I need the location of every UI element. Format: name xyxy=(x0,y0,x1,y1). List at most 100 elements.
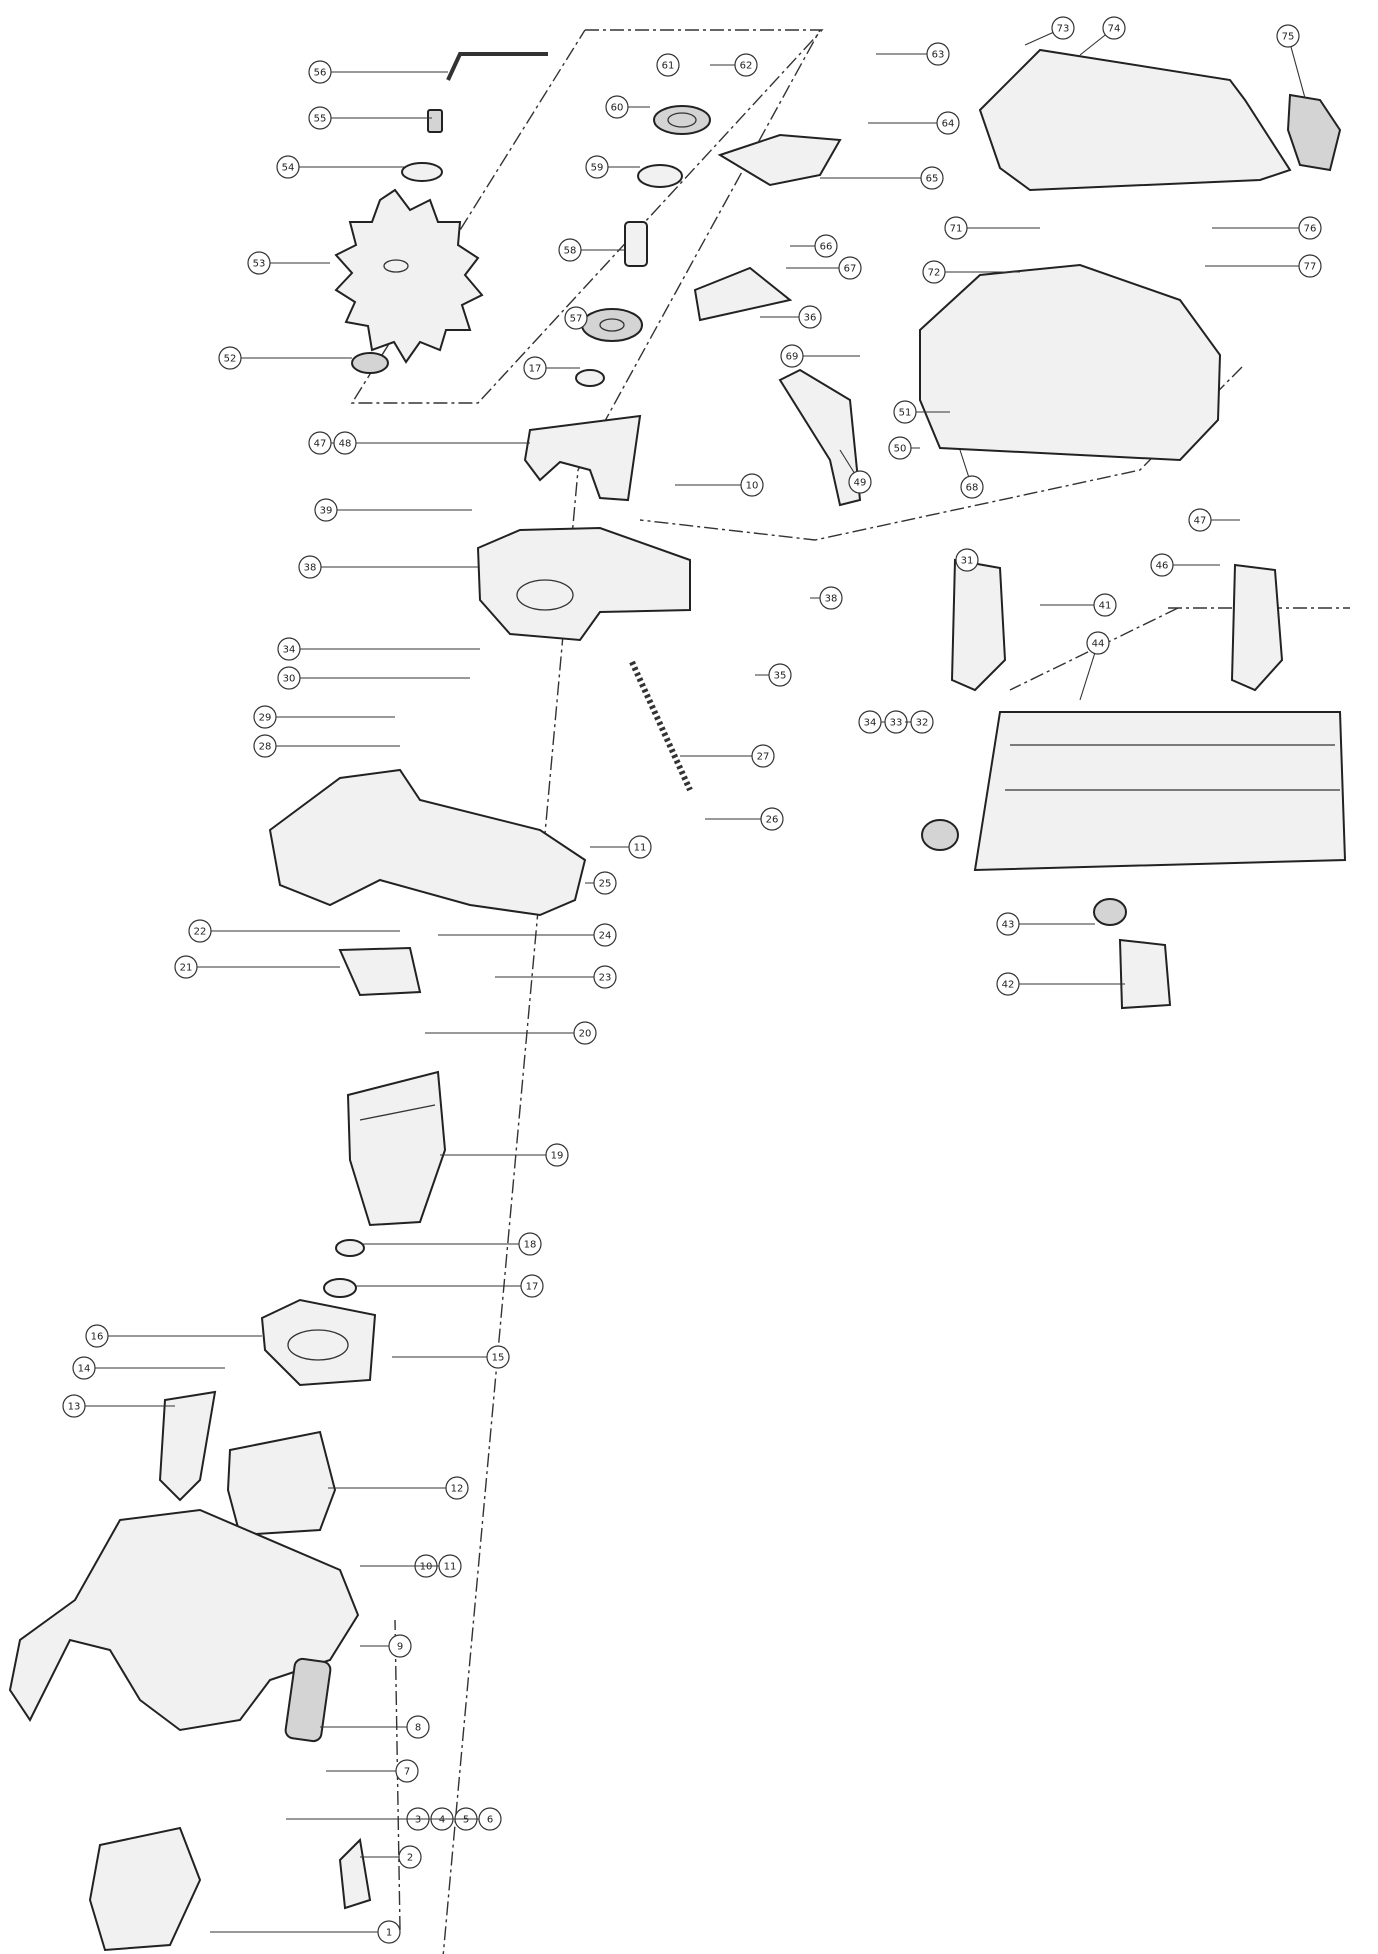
callout-circle xyxy=(253,734,277,758)
callout-71: 71 xyxy=(944,216,1040,240)
callout-number: 2 xyxy=(407,1853,413,1864)
callout-38: 38 xyxy=(810,586,843,610)
callout-circle xyxy=(593,965,617,989)
callout-number: 74 xyxy=(1108,24,1121,35)
callout-number: 32 xyxy=(916,718,929,729)
callout-circle xyxy=(1298,254,1322,278)
callout-1: 1 xyxy=(210,1920,401,1944)
callout-number: 25 xyxy=(599,879,612,890)
callout-12: 12 xyxy=(328,1476,469,1500)
callout-number: 58 xyxy=(564,246,577,257)
callout-63: 63 xyxy=(876,42,950,66)
part-gear xyxy=(581,308,643,342)
callout-circle xyxy=(247,251,271,275)
callout-number: 33 xyxy=(890,718,903,729)
callout-circle xyxy=(593,923,617,947)
part-parallel-guide-block xyxy=(1118,938,1172,1010)
part-bearing-lower xyxy=(323,1239,365,1298)
callout-10: 10 xyxy=(675,473,764,497)
callout-57: 57 xyxy=(564,306,588,330)
callout-circle xyxy=(960,475,984,499)
part-bevel-knob xyxy=(921,819,1127,926)
callout-number: 34 xyxy=(864,718,877,729)
callout-50: 50 xyxy=(888,436,920,460)
callout-circle xyxy=(518,1232,542,1256)
callout-28: 28 xyxy=(253,734,400,758)
callout-number: 62 xyxy=(740,61,753,72)
callout-number: 54 xyxy=(282,163,295,174)
callout-number: 17 xyxy=(529,364,542,375)
callout-53: 53 xyxy=(247,251,330,275)
callout-number: 73 xyxy=(1057,24,1070,35)
callout-circle xyxy=(838,256,862,280)
callout-56: 56 xyxy=(308,60,448,84)
callout-35: 35 xyxy=(755,663,792,687)
callout-number: 72 xyxy=(928,268,941,279)
callout-number: 53 xyxy=(253,259,266,270)
callout-circle xyxy=(888,436,912,460)
callout-circle xyxy=(276,155,300,179)
callout-47: 47 xyxy=(1188,508,1240,532)
callout-circle xyxy=(520,1274,544,1298)
callout-number: 71 xyxy=(950,224,963,235)
callout-circle xyxy=(1276,24,1300,48)
part-upper-blade-guard xyxy=(978,48,1292,192)
callout-circle xyxy=(314,498,338,522)
callout-circle xyxy=(628,835,652,859)
part-base-plate xyxy=(973,711,1347,872)
callout-circle xyxy=(253,705,277,729)
callout-59: 59 xyxy=(585,155,640,179)
part-brush-holder xyxy=(284,1657,332,1743)
callout-circle xyxy=(72,1356,96,1380)
part-switch xyxy=(158,1390,217,1502)
callout-17: 17 xyxy=(523,356,580,380)
callout-number: 11 xyxy=(444,1562,457,1573)
callout-20: 20 xyxy=(425,1021,597,1045)
callout-circle xyxy=(308,106,332,130)
callout-circle xyxy=(814,234,838,258)
callout-circle xyxy=(174,955,198,979)
callout-circle xyxy=(486,1345,510,1369)
callout-76: 76 xyxy=(1212,216,1322,240)
part-bearing-upper xyxy=(637,164,683,188)
callout-number: 27 xyxy=(757,752,770,763)
callout-number: 9 xyxy=(397,1642,403,1653)
part-fan-baffle xyxy=(260,1298,377,1387)
callout-55: 55 xyxy=(308,106,432,130)
part-stator xyxy=(226,1430,337,1537)
callout-number: 22 xyxy=(194,927,207,938)
callout-number: 47 xyxy=(1194,516,1207,527)
callout-number: 13 xyxy=(68,1402,81,1413)
callout-number: 35 xyxy=(774,671,787,682)
callout-circle xyxy=(218,346,242,370)
callout-27: 27 xyxy=(680,744,775,768)
callout-number: 31 xyxy=(961,556,974,567)
callout-number: 10 xyxy=(746,481,759,492)
callout-circle xyxy=(922,260,946,284)
callout-number: 6 xyxy=(487,1815,493,1826)
callout-51: 51 xyxy=(893,400,950,424)
part-blade-bolt xyxy=(427,109,443,133)
callout-13: 13 xyxy=(62,1394,175,1418)
callout-16: 16 xyxy=(85,1324,262,1348)
callout-number: 66 xyxy=(820,242,833,253)
callout-circle xyxy=(445,1476,469,1500)
callout-circle xyxy=(564,306,588,330)
callout-44: 44 xyxy=(1079,631,1110,701)
callout-circle xyxy=(573,1021,597,1045)
part-power-cord xyxy=(338,1837,372,1910)
callout-circle xyxy=(478,1807,502,1831)
callout-number: 76 xyxy=(1304,224,1317,235)
callout-14: 14 xyxy=(72,1356,225,1380)
callout-number: 1 xyxy=(386,1928,392,1939)
callout-number: 46 xyxy=(1156,561,1169,572)
part-clamp-block xyxy=(338,946,422,997)
callout-circle xyxy=(740,473,764,497)
callout-circle xyxy=(593,871,617,895)
callout-number: 24 xyxy=(599,931,612,942)
callout-30: 30 xyxy=(277,666,470,690)
part-gear-housing xyxy=(476,526,691,642)
part-dust-port xyxy=(1286,93,1342,172)
